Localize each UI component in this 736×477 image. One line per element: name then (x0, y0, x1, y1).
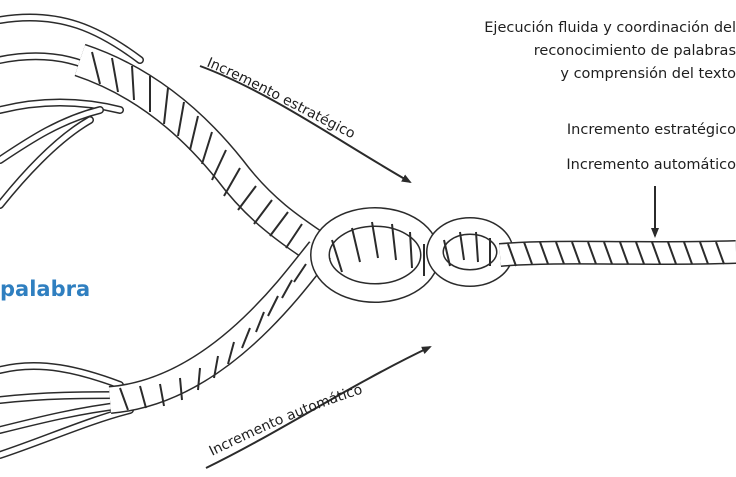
strategic-curve-label-text: Incremento estratégico (204, 55, 357, 142)
strategic-increase-label: Incremento estratégico (566, 122, 736, 138)
automatic-arrow (205, 346, 432, 469)
upper-strands (0, 13, 144, 209)
outcome-label: Ejecución fluida y coordinación del reco… (484, 17, 736, 86)
automatic-increase-label: Incremento automático (566, 157, 736, 173)
strategic-arrow (199, 65, 412, 183)
outcome-line-3: y comprensión del texto (560, 66, 736, 82)
automatic-curve-label-text: Incremento automático (207, 382, 365, 460)
lower-strands (0, 362, 134, 459)
upper-rope (74, 43, 330, 265)
joined-rope (310, 207, 736, 303)
outcome-line-1: Ejecución fluida y coordinación del (484, 20, 736, 36)
strategic-curve-label: Incremento estratégico (204, 55, 357, 142)
automatic-curve-label: Incremento automático (207, 382, 365, 460)
lower-rope (108, 241, 331, 414)
outcome-line-2: reconocimiento de palabras (533, 43, 736, 59)
word-recognition-label: palabra (0, 277, 91, 301)
